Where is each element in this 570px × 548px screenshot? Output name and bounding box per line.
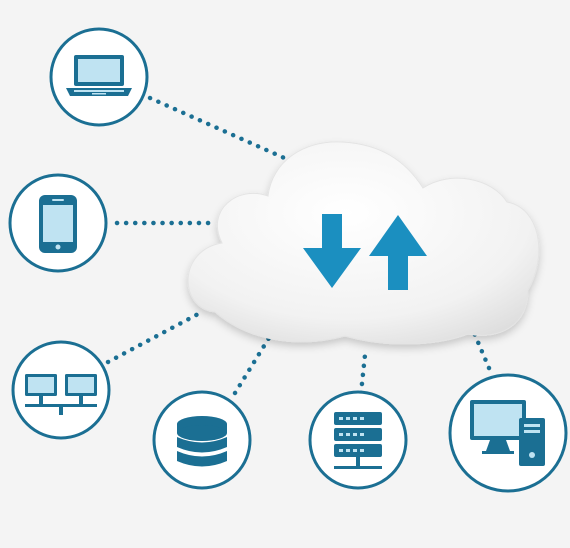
server-rack-icon xyxy=(334,412,382,469)
connector-laptop xyxy=(147,95,303,168)
database-icon xyxy=(177,416,227,467)
connector-database xyxy=(232,330,275,396)
sync-arrows xyxy=(303,214,427,290)
network-computers-icon xyxy=(25,374,97,415)
network-node xyxy=(11,340,111,440)
connector-network xyxy=(105,310,203,365)
connector-server xyxy=(358,352,368,396)
smartphone-node xyxy=(8,173,108,273)
database-node xyxy=(152,390,252,490)
cloud-shape xyxy=(187,141,540,345)
laptop-node xyxy=(49,27,149,127)
desktop-computer-icon xyxy=(470,400,545,466)
arrow-down-icon xyxy=(303,214,361,288)
smartphone-icon xyxy=(39,195,77,253)
server-node xyxy=(308,390,408,490)
laptop-icon xyxy=(66,55,132,96)
cloud xyxy=(187,141,540,345)
desktop-node xyxy=(448,373,568,493)
arrow-up-icon xyxy=(369,215,427,290)
